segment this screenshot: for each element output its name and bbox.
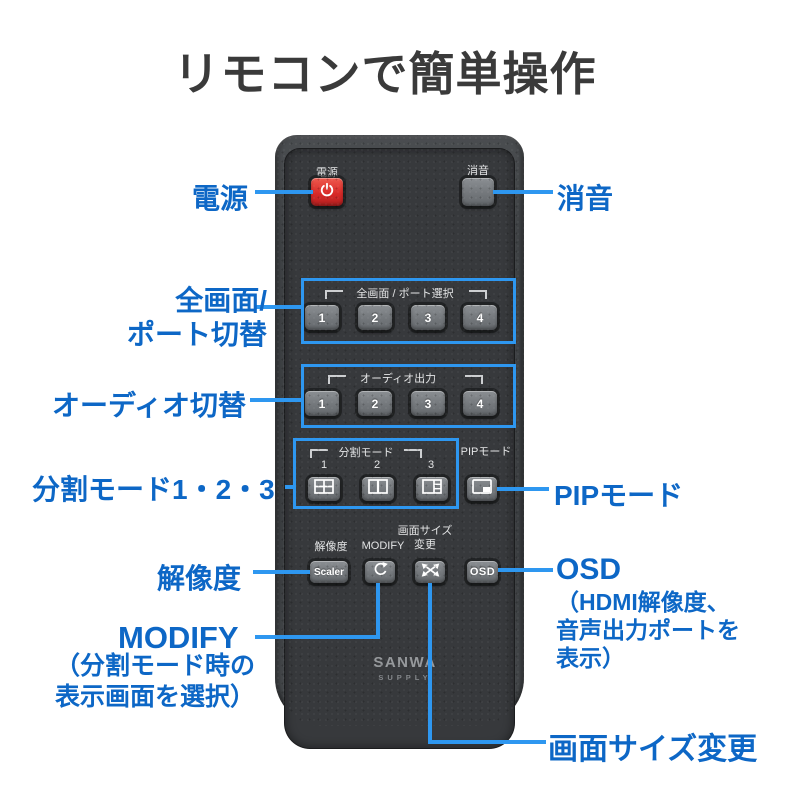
split-number-2: 2 bbox=[373, 459, 381, 471]
osd-button: OSD bbox=[467, 561, 498, 583]
bracket-right-icon bbox=[465, 375, 483, 384]
callout-line-mute bbox=[493, 190, 553, 194]
power-button bbox=[311, 178, 343, 206]
split-group-title: 分割モード bbox=[338, 447, 394, 459]
split-number-3: 3 bbox=[427, 459, 435, 471]
callout-line-resolution bbox=[253, 570, 310, 574]
callout-box-fullscreen-group bbox=[301, 278, 516, 344]
split-one-plus-three-icon bbox=[422, 479, 442, 499]
callout-pip-label: PIPモード bbox=[554, 480, 684, 511]
callout-line-osd bbox=[498, 568, 553, 572]
bracket-left-icon bbox=[310, 449, 328, 458]
callout-screensize-label: 画面サイズ変更 bbox=[548, 733, 758, 766]
port-button-4: 4 bbox=[463, 305, 497, 330]
logo-brand-text: SANWA bbox=[373, 654, 437, 671]
split-mode-3-button bbox=[416, 477, 448, 501]
screen-size-button bbox=[415, 561, 445, 583]
rotate-arrow-icon bbox=[372, 561, 389, 583]
fullscreen-group-title: 全画面 / ポート選択 bbox=[356, 288, 454, 300]
callout-modify-description: （分割モード時の 表示画面を選択） bbox=[54, 652, 255, 711]
audio-button-1: 1 bbox=[305, 391, 339, 416]
pip-window-icon bbox=[472, 479, 492, 499]
pip-print-label: PIPモード bbox=[460, 446, 512, 458]
callout-box-audio-group bbox=[301, 364, 516, 428]
bracket-left-icon bbox=[325, 290, 343, 299]
logo-sub-text: SUPPLY bbox=[378, 673, 432, 682]
callout-line-modify-horizontal bbox=[255, 635, 380, 639]
callout-line-pip bbox=[497, 487, 549, 491]
audio-button-4: 4 bbox=[463, 391, 497, 416]
callout-fullscreen-label: 全画面/ ポート切替 bbox=[126, 285, 267, 350]
callout-audio-label: オーディオ切替 bbox=[52, 390, 247, 421]
split-mode-1-button bbox=[308, 477, 340, 501]
screensize-print-label-2: 変更 bbox=[414, 539, 436, 551]
callout-split-label: 分割モード1・2・3 bbox=[32, 474, 275, 505]
callout-line-split bbox=[285, 485, 293, 489]
power-icon bbox=[319, 182, 335, 203]
audio-button-2: 2 bbox=[358, 391, 392, 416]
callout-osd-description: （HDMI解像度、 音声出力ポートを 表示） bbox=[556, 589, 740, 671]
callout-power-label: 電源 bbox=[192, 183, 249, 214]
scaler-print-label: 解像度 bbox=[314, 541, 348, 553]
port-button-3: 3 bbox=[411, 305, 445, 330]
audio-button-3: 3 bbox=[411, 391, 445, 416]
sanwa-logo: SANWA SUPPLY bbox=[335, 654, 475, 682]
page-title: リモコンで簡単操作 bbox=[173, 48, 597, 100]
mute-print-label: 消音 bbox=[467, 165, 489, 177]
callout-line-screensize-vertical bbox=[428, 583, 432, 744]
split-grid-2x2-icon bbox=[314, 479, 334, 499]
bracket-right-icon bbox=[404, 449, 422, 458]
modify-print-label: MODIFY bbox=[361, 540, 405, 552]
remote-face-panel bbox=[284, 148, 515, 749]
resize-arrows-icon bbox=[420, 562, 441, 583]
callout-modify-label: MODIFY bbox=[118, 620, 239, 655]
bracket-right-icon bbox=[469, 290, 487, 299]
callout-line-power bbox=[255, 190, 313, 194]
port-button-2: 2 bbox=[358, 305, 392, 330]
mute-button bbox=[462, 178, 494, 206]
callout-osd-label: OSD bbox=[556, 553, 622, 586]
callout-box-split-group bbox=[293, 438, 459, 509]
bracket-left-icon bbox=[328, 375, 346, 384]
callout-line-audio bbox=[250, 398, 301, 402]
callout-line-screensize-horizontal bbox=[428, 740, 546, 744]
remote-control: 電源 消音 全画面 / ポート選択 1 2 3 4 オーディオ出力 1 2 3 … bbox=[275, 135, 524, 749]
modify-button bbox=[365, 561, 395, 583]
callout-mute-label: 消音 bbox=[557, 183, 614, 214]
callout-resolution-label: 解像度 bbox=[157, 563, 242, 594]
split-two-column-icon bbox=[368, 479, 388, 499]
port-button-1: 1 bbox=[305, 305, 339, 330]
split-number-1: 1 bbox=[320, 459, 328, 471]
audio-group-title: オーディオ出力 bbox=[359, 373, 437, 385]
scaler-button: Scaler bbox=[310, 561, 348, 583]
pip-mode-button bbox=[467, 477, 497, 501]
screensize-print-label-1: 画面サイズ bbox=[397, 525, 453, 537]
callout-line-fullscreen bbox=[256, 305, 301, 309]
power-print-label: 電源 bbox=[316, 167, 338, 179]
callout-line-modify-vertical bbox=[376, 583, 380, 639]
split-mode-2-button bbox=[362, 477, 394, 501]
